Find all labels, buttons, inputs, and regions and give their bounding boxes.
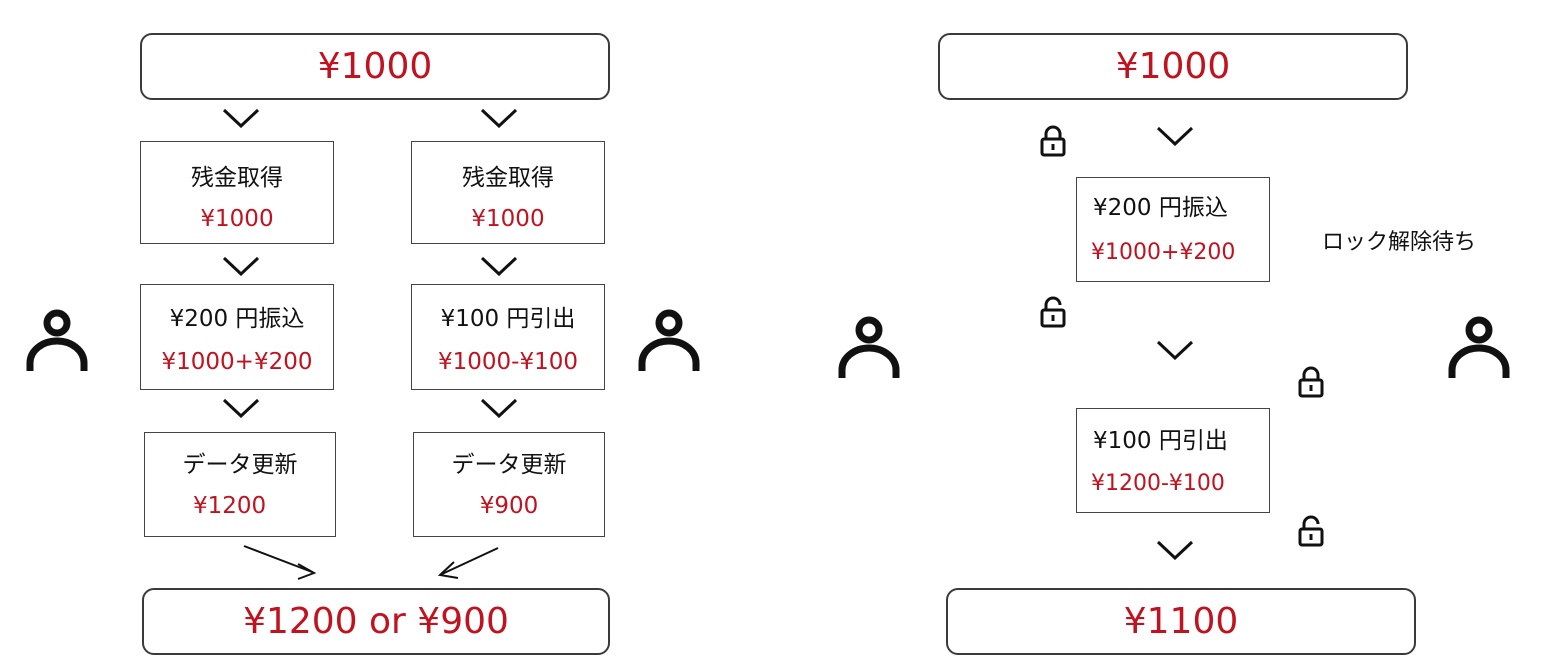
step-value: ¥1000+¥200	[1091, 240, 1236, 265]
step-label: ¥200 円振込	[1093, 195, 1228, 221]
person-icon	[638, 309, 700, 371]
lock-closed-icon	[1040, 125, 1066, 157]
step-value: ¥1000	[200, 206, 274, 232]
step-label: 残金取得	[462, 165, 554, 191]
chevron-down-icon	[222, 108, 260, 128]
left-top-total: ¥1000	[317, 46, 433, 87]
step-value: ¥1000-¥100	[438, 349, 578, 375]
chevron-down-icon	[1156, 540, 1194, 560]
step-label: 残金取得	[191, 165, 283, 191]
right-step2-box: ¥100 円引出 ¥1200-¥100	[1076, 408, 1270, 513]
lock-open-icon	[1040, 296, 1066, 328]
arrow-icon	[243, 545, 499, 580]
step-label: ¥100 円引出	[440, 306, 576, 332]
step-value: ¥1000+¥200	[161, 349, 313, 375]
left-a-step1-box: 残金取得 ¥1000	[140, 141, 334, 244]
chevron-down-icon	[1156, 340, 1194, 360]
chevron-down-icon	[480, 256, 518, 276]
chevron-down-icon	[222, 398, 260, 418]
left-bottom-total: ¥1200 or ¥900	[243, 601, 509, 642]
lock-closed-icon	[1298, 366, 1324, 398]
left-bottom-total-box: ¥1200 or ¥900	[142, 588, 610, 655]
step-value: ¥1000	[471, 206, 545, 232]
person-icon	[26, 309, 88, 371]
right-top-total: ¥1000	[1115, 46, 1231, 87]
step-value: ¥1200	[193, 493, 267, 519]
chevron-down-icon	[222, 256, 260, 276]
step-label: ¥200 円振込	[169, 306, 305, 332]
chevron-down-icon	[480, 398, 518, 418]
step-value: ¥900	[479, 493, 539, 519]
chevron-down-icon	[480, 108, 518, 128]
lock-open-icon	[1298, 515, 1324, 547]
right-bottom-total: ¥1100	[1123, 601, 1239, 642]
right-top-total-box: ¥1000	[938, 33, 1408, 100]
left-a-step3-box: データ更新 ¥1200	[144, 432, 336, 537]
person-icon	[838, 316, 900, 378]
step-label: データ更新	[451, 452, 567, 478]
step-value: ¥1200-¥100	[1091, 471, 1225, 496]
step-label: データ更新	[182, 452, 298, 478]
left-b-step3-box: データ更新 ¥900	[413, 432, 605, 537]
person-icon	[1448, 316, 1510, 378]
right-bottom-total-box: ¥1100	[946, 588, 1416, 655]
left-a-step2-box: ¥200 円振込 ¥1000+¥200	[140, 284, 334, 390]
left-b-step1-box: 残金取得 ¥1000	[411, 141, 605, 244]
step-label: ¥100 円引出	[1093, 428, 1228, 454]
left-top-total-box: ¥1000	[140, 33, 610, 100]
wait-note: ロック解除待ち	[1322, 230, 1477, 255]
right-step1-box: ¥200 円振込 ¥1000+¥200	[1076, 177, 1270, 282]
chevron-down-icon	[1156, 126, 1194, 146]
left-b-step2-box: ¥100 円引出 ¥1000-¥100	[411, 284, 605, 390]
